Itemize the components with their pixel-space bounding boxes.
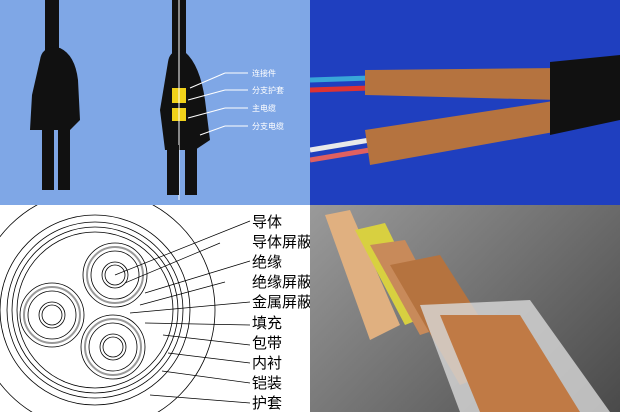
label-conductor: 导体 xyxy=(252,213,283,231)
label-branch-cable: 分支电缆 xyxy=(252,122,284,131)
label-metal-shield: 金属屏蔽 xyxy=(252,293,310,311)
shielded-cable-photo xyxy=(310,0,620,205)
label-conductor-shield: 导体屏蔽 xyxy=(252,233,310,251)
label-connector: 连接件 xyxy=(252,69,276,78)
label-filler: 填充 xyxy=(252,314,283,332)
cable-cross-section-diagram: 导体 导体屏蔽 绝缘 绝缘屏蔽 金属屏蔽 填充 包带 内衬 铠装 护套 xyxy=(0,205,310,412)
label-main-cable: 主电缆 xyxy=(252,104,276,113)
label-inner-lining: 内衬 xyxy=(252,354,283,372)
shielded-cable-drawing xyxy=(310,55,620,165)
label-sheath: 护套 xyxy=(252,394,283,412)
label-insulation: 绝缘 xyxy=(252,253,283,271)
branch-cable-photo: 连接件 分支护套 主电缆 分支电缆 xyxy=(0,0,310,205)
multicore-cable-photo xyxy=(310,205,620,412)
label-branch-sleeve: 分支护套 xyxy=(252,86,284,95)
multicore-cable-drawing xyxy=(325,210,610,412)
label-armor: 铠装 xyxy=(252,374,283,392)
cross-section-drawing xyxy=(0,205,251,412)
label-tape: 包带 xyxy=(252,334,283,352)
label-insulation-shield: 绝缘屏蔽 xyxy=(252,273,310,291)
branch-cable-drawing xyxy=(30,0,248,200)
